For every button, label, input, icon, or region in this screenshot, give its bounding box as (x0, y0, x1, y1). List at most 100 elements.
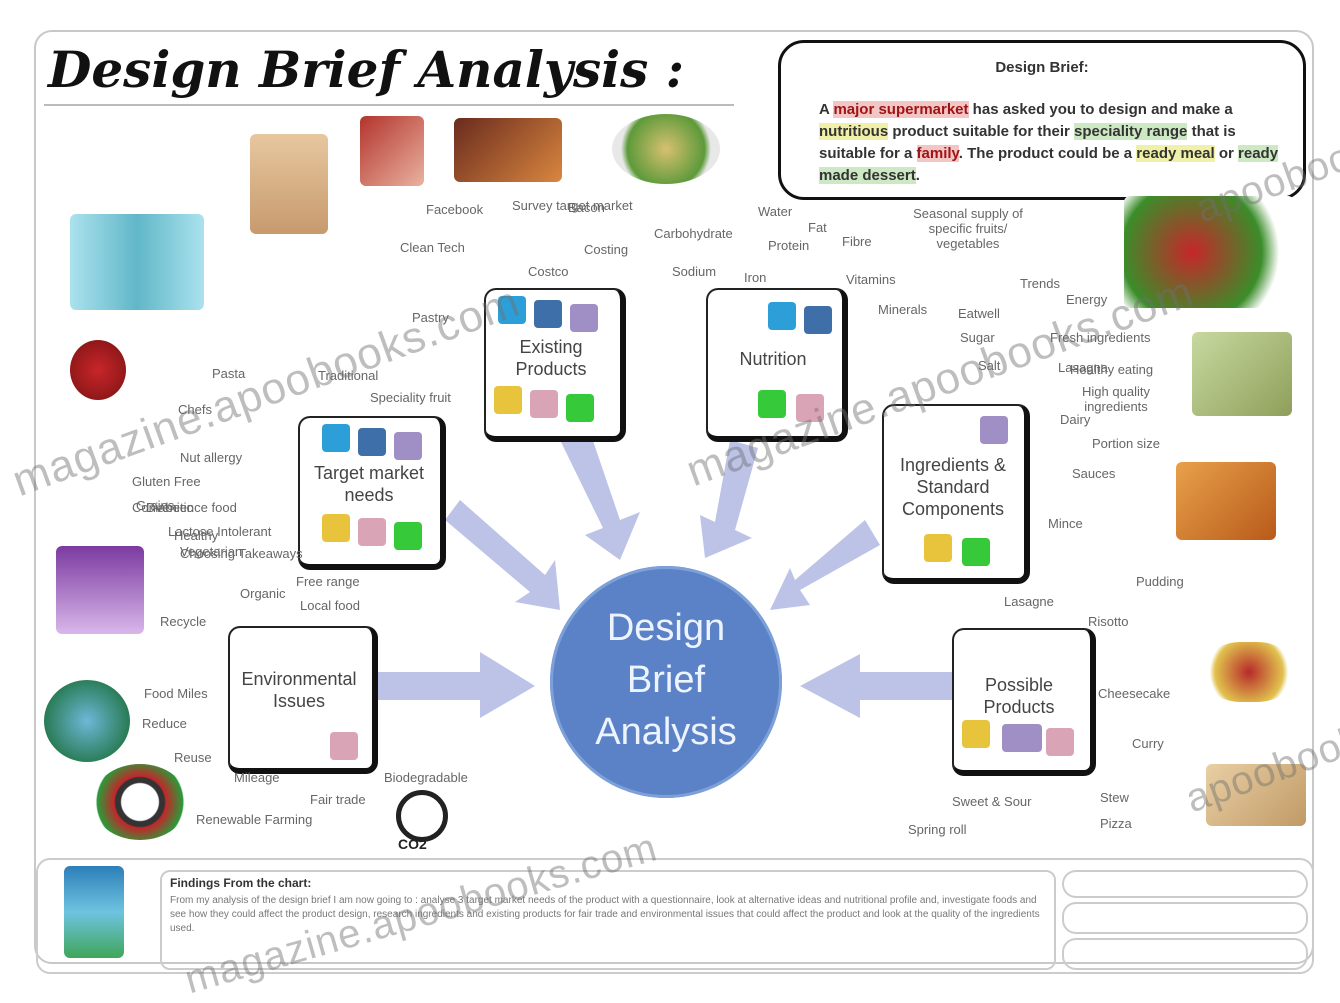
keyword-label: Clean Tech (400, 240, 465, 255)
keyword-label: Pizza (1100, 816, 1132, 831)
keyword-label: Sauces (1072, 466, 1116, 481)
tile-yellow (322, 514, 350, 542)
keyword-label: Cheesecake (1098, 686, 1171, 701)
node-existing-products-label: Existing Products (515, 337, 587, 379)
brief-text-segment: speciality range (1074, 123, 1188, 140)
keyword-label: Biodegradable (384, 770, 468, 785)
brief-text-segment: family (916, 145, 959, 162)
center-circle: Design Brief Analysis (550, 566, 782, 798)
findings-title: Findings From the chart: (170, 876, 312, 890)
keyword-label: Organic (240, 586, 286, 601)
brief-text-segment: ready meal (1136, 145, 1215, 162)
keyword-label: Speciality fruit (370, 390, 451, 405)
tile-blue (322, 424, 350, 452)
notes-box-1 (1062, 870, 1308, 898)
keyword-label: Curry (1132, 736, 1164, 751)
keyword-label: Pastry (412, 310, 449, 325)
notes-box-2 (1062, 902, 1308, 934)
co2-label: CO2 (398, 836, 427, 852)
node-environmental: Environmental Issues (228, 626, 378, 774)
keyword-label: Vegetarian (180, 544, 243, 559)
keyword-label: Pudding (1136, 574, 1184, 589)
tile-green (962, 538, 990, 566)
keyword-label: Lactose Intolerant (168, 524, 272, 539)
keyword-label: Protein (768, 238, 810, 253)
arrow-target (445, 500, 560, 610)
brief-text-segment: A (819, 101, 834, 118)
node-ingredients-label: Ingredients & Standard Components (899, 455, 1007, 519)
keyword-label: Spring roll (908, 822, 967, 837)
tile-navy (358, 428, 386, 456)
page-title: Design Brief Analysis : (48, 40, 685, 99)
tile-yellow (924, 534, 952, 562)
keyword-label: Lasagne (1004, 594, 1054, 609)
node-environmental-label: Environmental Issues (241, 669, 357, 711)
brief-text-segment: product suitable for their (888, 123, 1075, 140)
keyword-label: Chefs (178, 402, 212, 417)
keyword-label: Portion size (1092, 436, 1160, 451)
keyword-label: Lasagna (1058, 360, 1108, 375)
field-image (56, 546, 144, 634)
keyword-label: Eatwell (958, 306, 1000, 321)
notes-box-3 (1062, 938, 1308, 970)
keyword-label: Recycle (160, 614, 207, 629)
tile-lilac (980, 416, 1008, 444)
design-brief-box: Design Brief: A major supermarket has as… (778, 40, 1306, 200)
node-nutrition: Nutrition (706, 288, 848, 442)
keyword-label: Sugar (960, 330, 995, 345)
keyword-label: High quality ingredients (1082, 384, 1150, 414)
brief-text-segment: . (915, 167, 920, 184)
node-target-market: Target market needs (298, 416, 446, 570)
globe-image (44, 680, 130, 762)
pizza-image (1192, 332, 1292, 416)
keyword-label: Gluten Free (132, 474, 201, 489)
keyword-label: Sweet & Sour (952, 794, 1032, 809)
findings-box: Findings From the chart: From my analysi… (160, 870, 1056, 970)
tile-green (758, 390, 786, 418)
keyword-label: Seasonal supply of specific fruits/ vege… (913, 206, 1023, 251)
node-target-market-label: Target market needs (313, 463, 425, 505)
tile-navy (804, 306, 832, 334)
arrow-possible (800, 654, 955, 718)
keyword-label: Costco (528, 264, 569, 279)
keyword-label: Iron (744, 270, 767, 285)
keyword-label: Nut allergy (180, 450, 243, 465)
tile-pink (330, 732, 358, 760)
keyword-label: Water (758, 204, 793, 219)
keyword-label: Reuse (174, 750, 212, 765)
keyword-label: Free range (296, 574, 360, 589)
brief-text-segment: has asked you to design and make a (968, 101, 1233, 118)
keyword-label: Dairy (1060, 412, 1091, 427)
keyword-label: Healthy eating (1070, 362, 1154, 377)
tile-blue (768, 302, 796, 330)
keyword-label: Costing (584, 242, 629, 257)
bottom-panel (36, 858, 1314, 974)
keyword-label: Pasta (212, 366, 246, 381)
pie-image (1206, 764, 1306, 826)
keyword-label: Mileage (234, 770, 280, 785)
keyword-label: Fair trade (310, 792, 366, 807)
brief-text-segment: that is suitable for a (819, 123, 1236, 162)
tile-pink (358, 518, 386, 546)
tile-pink (530, 390, 558, 418)
keyword-label: Reduce (142, 716, 187, 731)
chips-image (1176, 462, 1276, 540)
keyword-label: Risotto (1088, 614, 1129, 629)
keyword-label: Trends (1020, 276, 1060, 291)
center-label-line1: Design (606, 607, 726, 649)
tile-pink (796, 394, 824, 422)
keyword-label: Sodium (672, 264, 717, 279)
tile-yellow (962, 720, 990, 748)
brief-text-segment: or (1214, 145, 1239, 162)
keyword-label: Diabetic (146, 500, 193, 515)
brief-text-segment: . The product could be a (958, 145, 1137, 162)
people-image (70, 214, 204, 310)
dessert-image (1206, 642, 1292, 702)
keyword-label: Mince (1048, 516, 1083, 531)
keyword-label: Healthy (174, 528, 219, 543)
steak-image (454, 118, 562, 182)
keyword-label: Fresh ingredients (1050, 330, 1151, 345)
keyword-label: Minerals (878, 302, 928, 317)
node-existing-products: Existing Products (484, 288, 626, 442)
